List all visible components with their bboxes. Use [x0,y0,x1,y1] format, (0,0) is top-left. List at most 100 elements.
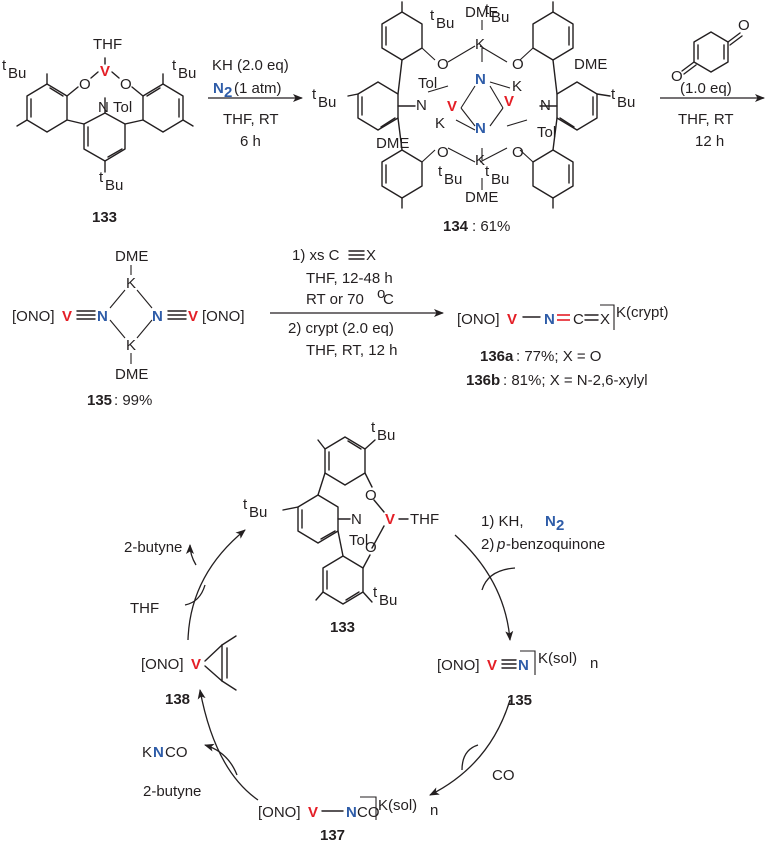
c134-tbu-tl: Bu [436,15,454,32]
cyc133-tbu-bottom: Bu [379,592,397,609]
step1-n2: N [213,80,224,97]
c136-counterion: K(crypt) [616,304,669,321]
cycle-butyne-out: 2-butyne [124,539,182,556]
c134-o-tr: O [512,56,524,73]
c134-tbu-sup-right: t [611,86,616,103]
cycle-in-arrow-thf [184,584,206,606]
cyc137-co: CO [357,804,380,821]
c133-tbu-bottom: Bu [105,177,123,194]
cyc135-triple-bond [501,659,517,669]
cyc137-ksol: K(sol) [378,797,417,814]
step3-line1-x: X [366,247,376,264]
c133-thf: THF [93,36,122,53]
c135-n-left: N [97,308,108,325]
step1-pressure: (1 atm) [234,80,282,97]
c134-dme-right: DME [574,56,607,73]
cycle-out-arrow-butyne [186,544,197,566]
cycle-in-arrow-kh [481,567,516,591]
c134-tbu-right: Bu [617,94,635,111]
c134-n-top: N [475,71,486,88]
cycle-step1-n2-sub: 2 [556,517,564,534]
cycle-kn-co: CO [165,744,188,761]
c135-k2n2-core [109,265,153,364]
cycle-butyne-in: 2-butyne [143,783,201,800]
c134-tbu-sup-br: t [485,163,490,180]
c133-tbu-sup-right: t [172,57,177,74]
c136-nitrogen: N [544,311,555,328]
cycle-arc-left-top [187,529,246,641]
c133-tbu-sup-bottom: t [99,169,104,186]
step3-temp-sup: o [377,285,385,302]
c134-tbu-left: Bu [318,94,336,111]
c134-o-bl: O [437,144,449,161]
cyc138-ono: [ONO] [141,656,184,673]
cycle-kn-n: N [153,744,164,761]
c134-tbu-br: Bu [491,171,509,188]
step1-time: 6 h [240,133,261,150]
c133-tbu-sup-left: t [2,57,7,74]
cyc133-o-top: O [365,487,377,504]
cyc137-bracket [360,796,377,820]
cyc137-ono: [ONO] [258,804,301,821]
step3-solvent-time: THF, 12-48 h [306,270,393,287]
compound-136b-label: 136b [466,372,500,389]
cycle-out-arrow-kn [204,743,238,776]
step3-temp: RT or 70 [306,291,364,308]
cycle-in-arrow-co [461,744,479,771]
cyc133-tbu-sup-bottom: t [373,584,378,601]
c135-v-left: V [62,308,72,325]
c135-k-top: K [126,275,136,292]
c135-dme-bottom: DME [115,366,148,383]
cycle-step2-italic: p [496,536,505,553]
step2-time: 12 h [695,133,724,150]
c134-v-right: V [504,93,514,110]
cyc133-tol: Tol [349,532,368,549]
compound-136b-text: : 81%; X = N-2,6-xylyl [503,372,648,389]
cycle-arc-left-bottom [197,689,259,801]
c133-tol: Tol [113,99,132,116]
step3-temp-unit: C [383,291,394,308]
cycle-thf-in: THF [130,600,159,617]
compound-133-label: 133 [92,209,117,226]
c133-vanadium: V [100,63,110,80]
cyc138-metallacyclopropene [204,635,237,691]
cycle-step2-prefix: 2) [481,536,494,553]
c134-k-right: K [512,78,522,95]
cycle-133-label: 133 [330,619,355,636]
c136-bracket [600,304,615,330]
c136-vanadium: V [507,311,517,328]
cyc133-tbu-left: Bu [249,504,267,521]
c135-ono-right: [ONO] [202,308,245,325]
compound-134-structure [347,1,611,209]
step3-conditions: THF, RT, 12 h [306,342,397,359]
step3-line1-prefix: 1) xs C [292,247,340,264]
cycle-step1-n2: N [545,513,556,530]
c134-tbu-bl: Bu [444,171,462,188]
cycle-137-label: 137 [320,827,345,843]
compound-133-structure [16,57,194,173]
c134-n-left: N [416,97,427,114]
cyc133-tbu-sup-left: t [243,496,248,513]
c135-triple-right [167,310,187,320]
compound-135-label: 135 [87,392,112,409]
c134-k-top: K [475,36,485,53]
c134-tbu-sup-left: t [312,86,317,103]
c136-ono: [ONO] [457,311,500,328]
step2-solvent: THF, RT [678,111,734,128]
c135-k-bottom: K [126,337,136,354]
cycle-step2-rest: -benzoquinone [506,536,605,553]
step2-equiv: (1.0 eq) [680,80,732,97]
c136-carbon: C [573,311,584,328]
c134-tbu-top: Bu [491,9,509,26]
c135-v-right: V [188,308,198,325]
c133-nitrogen: N [98,99,109,116]
cycle-kn-k: K [142,744,152,761]
c134-tbu-sup-top: t [485,1,490,18]
c134-k-bottom: K [475,152,485,169]
step3-triple-bond [348,250,365,260]
compound-135-yield: : 99% [114,392,152,409]
c134-dme-bottom: DME [465,189,498,206]
c134-n-bottom: N [475,120,486,137]
c135-triple-left [76,310,96,320]
